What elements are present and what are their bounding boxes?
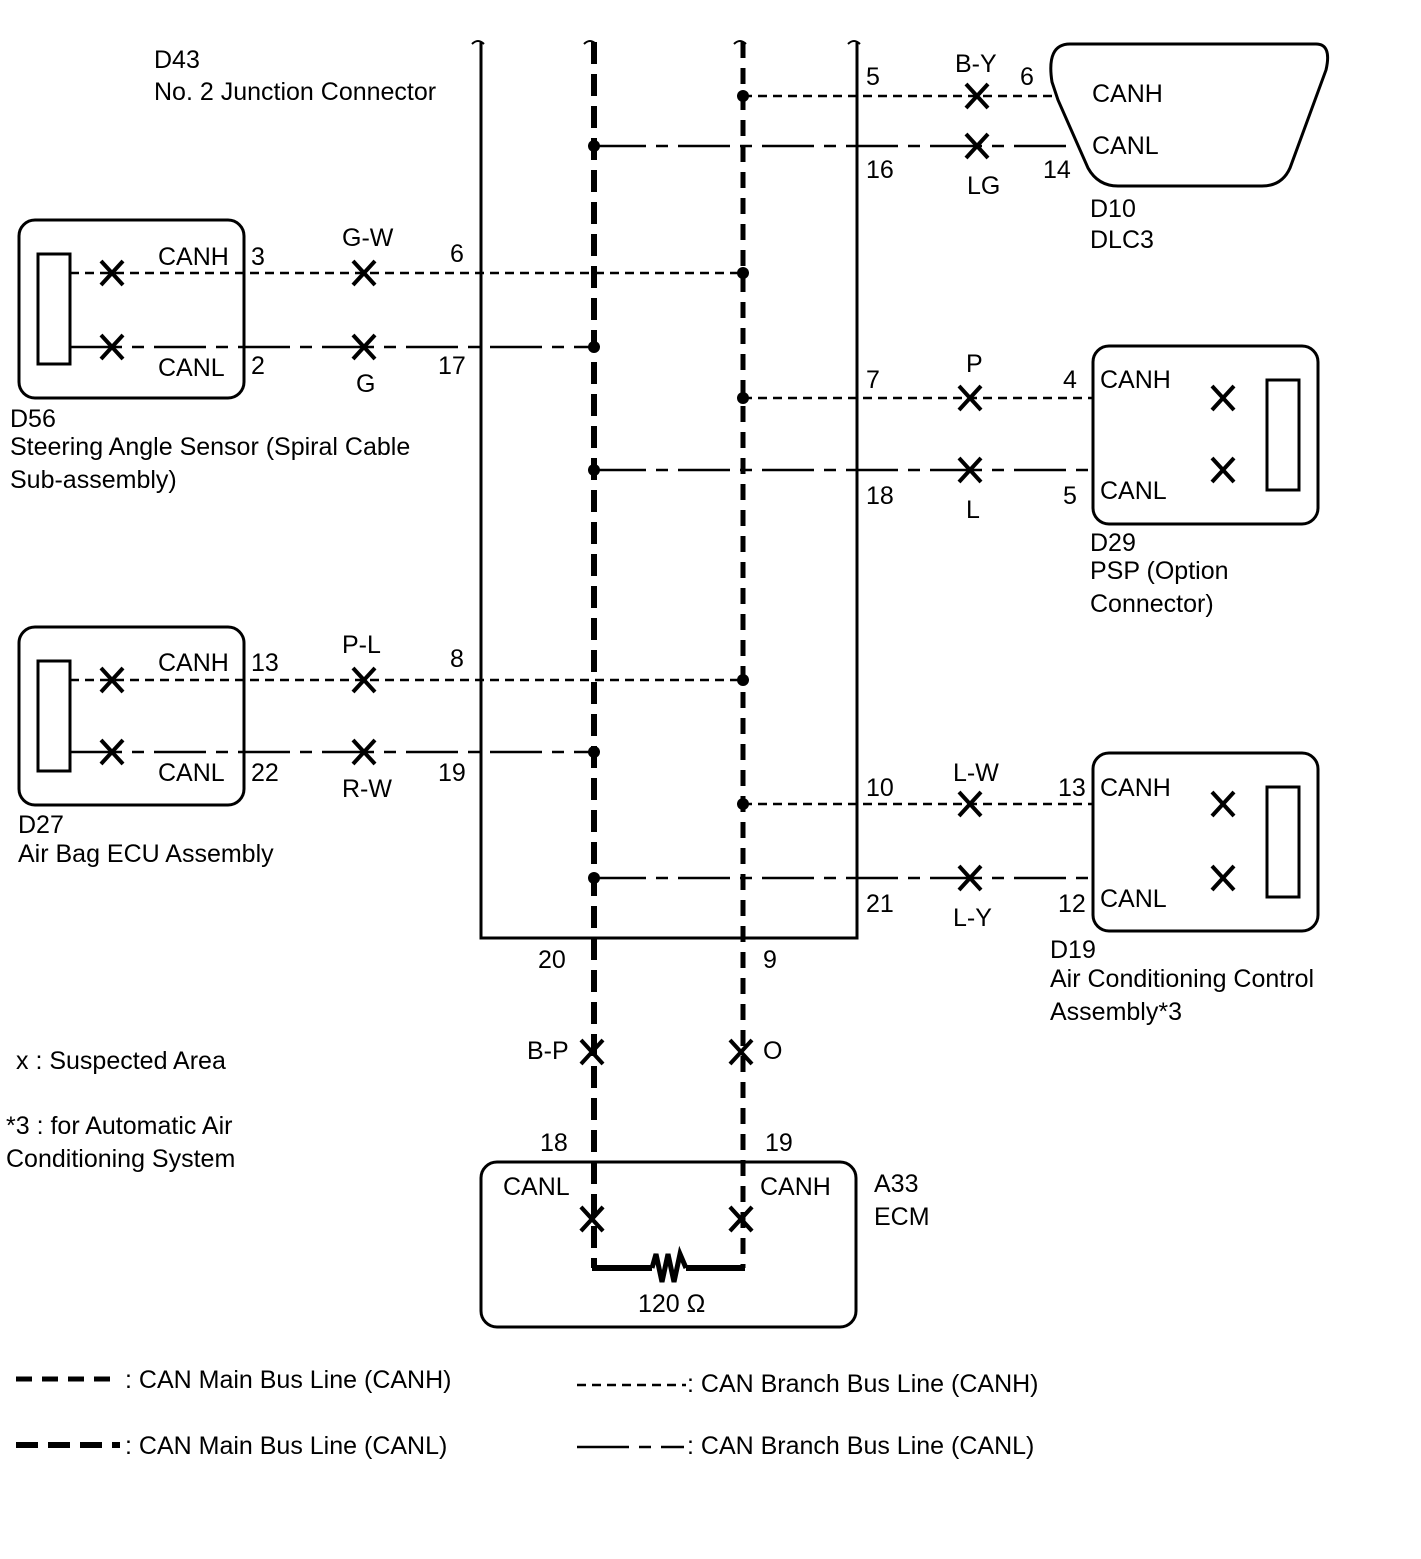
main-bus-junction-pin-l: 20 xyxy=(538,946,566,974)
resistor-symbol xyxy=(649,1245,689,1283)
steering-pin-h: 3 xyxy=(251,243,265,271)
ecm-a33: 18 19 CANL CANH 120 Ω A33 ECM xyxy=(479,1129,930,1329)
psp-wire-l: L xyxy=(966,496,980,524)
aircon-junction-pin-h: 10 xyxy=(866,774,894,802)
main-bus-labels: 20 9 B-P O xyxy=(527,946,782,1065)
dlc3-connector: CANH CANL D10 DLC3 5 16 B-Y LG 6 14 xyxy=(866,42,1330,254)
airbag-pin-l: 22 xyxy=(251,759,279,787)
psp-option-connector: CANH CANL 7 18 P L 4 5 D29 PSP (Option C… xyxy=(866,344,1320,618)
airbag-junction-pin-h: 8 xyxy=(450,645,464,673)
ecm-canh-label: CANH xyxy=(760,1173,831,1201)
aircon-wire-h: L-W xyxy=(953,759,999,787)
ecm-resistor-value: 120 Ω xyxy=(638,1290,705,1318)
airbag-wire-l: R-W xyxy=(342,775,392,803)
steering-junction-pin-l: 17 xyxy=(438,352,466,380)
airbag-canh-label: CANH xyxy=(158,649,229,677)
aircon-name-line2: Assembly*3 xyxy=(1050,998,1182,1026)
junction-name: No. 2 Junction Connector xyxy=(154,78,436,106)
legend-branch-canh: : CAN Branch Bus Line (CANH) xyxy=(687,1370,1039,1398)
aircon-pin-l: 12 xyxy=(1058,890,1086,918)
steering-angle-sensor: CANH CANL 3 2 G-W G 6 17 D56 Steering An… xyxy=(10,218,466,494)
footnote-line1: *3 : for Automatic Air xyxy=(6,1112,233,1140)
main-bus-wire-h: O xyxy=(763,1037,782,1065)
dlc3-junction-pin-l: 16 xyxy=(866,156,894,184)
dlc3-pin-h: 6 xyxy=(1020,63,1034,91)
airbag-name: Air Bag ECU Assembly xyxy=(18,840,274,868)
dlc3-canl-label: CANL xyxy=(1092,132,1159,160)
psp-canh-label: CANH xyxy=(1100,366,1171,394)
psp-canl-label: CANL xyxy=(1100,477,1167,505)
suspected-area-note: x : Suspected Area xyxy=(16,1047,226,1075)
junction-connector-d43: D43 No. 2 Junction Connector xyxy=(154,40,861,940)
psp-junction-pin-l: 18 xyxy=(866,482,894,510)
steering-name-line1: Steering Angle Sensor (Spiral Cable xyxy=(10,433,410,461)
psp-pin-h: 4 xyxy=(1063,366,1077,394)
steering-wire-l: G xyxy=(356,370,375,398)
main-bus-junction-pin-h: 9 xyxy=(763,946,777,974)
legend: : CAN Main Bus Line (CANH) : CAN Main Bu… xyxy=(16,1366,1039,1460)
steering-canh-label: CANH xyxy=(158,243,229,271)
airbag-pin-h: 13 xyxy=(251,649,279,677)
branch-canl-lines xyxy=(70,144,1267,880)
legend-branch-canl: : CAN Branch Bus Line (CANL) xyxy=(687,1432,1034,1460)
ecm-code: A33 xyxy=(874,1170,918,1198)
footnote-line2: Conditioning System xyxy=(6,1145,235,1173)
notes: x : Suspected Area *3 : for Automatic Ai… xyxy=(6,1047,235,1173)
psp-name-line1: PSP (Option xyxy=(1090,557,1229,585)
aircon-canl-label: CANL xyxy=(1100,885,1167,913)
dlc3-pin-l: 14 xyxy=(1043,156,1071,184)
steering-canl-label: CANL xyxy=(158,354,225,382)
aircon-pin-h: 13 xyxy=(1058,774,1086,802)
psp-wire-h: P xyxy=(966,350,983,378)
ecm-name: ECM xyxy=(874,1203,930,1231)
ecm-pin-h: 19 xyxy=(765,1129,793,1157)
steering-code: D56 xyxy=(10,405,56,433)
ecm-pin-l: 18 xyxy=(540,1129,568,1157)
airbag-canl-label: CANL xyxy=(158,759,225,787)
ecm-canl-label: CANL xyxy=(503,1173,570,1201)
aircon-canh-label: CANH xyxy=(1100,774,1171,802)
airbag-code: D27 xyxy=(18,811,64,839)
airbag-wire-h: P-L xyxy=(342,631,381,659)
psp-code: D29 xyxy=(1090,529,1136,557)
psp-pin-l: 5 xyxy=(1063,482,1077,510)
legend-main-canl: : CAN Main Bus Line (CANL) xyxy=(125,1432,447,1460)
aircon-control-assembly: CANH CANL 10 21 L-W L-Y 13 12 D19 Air Co… xyxy=(866,751,1320,1026)
airbag-junction-pin-l: 19 xyxy=(438,759,466,787)
aircon-wire-l: L-Y xyxy=(953,904,992,932)
dlc3-code: D10 xyxy=(1090,195,1136,223)
dlc3-name: DLC3 xyxy=(1090,226,1154,254)
main-bus-wire-l: B-P xyxy=(527,1037,569,1065)
psp-junction-pin-h: 7 xyxy=(866,366,880,394)
junction-code: D43 xyxy=(154,46,200,74)
steering-name-line2: Sub-assembly) xyxy=(10,466,177,494)
psp-name-line2: Connector) xyxy=(1090,590,1214,618)
dlc3-canh-label: CANH xyxy=(1092,80,1163,108)
steering-wire-h: G-W xyxy=(342,224,394,252)
dlc3-junction-pin-h: 5 xyxy=(866,63,880,91)
steering-pin-l: 2 xyxy=(251,352,265,380)
dlc3-wire-h: B-Y xyxy=(955,50,997,78)
aircon-name-line1: Air Conditioning Control xyxy=(1050,965,1314,993)
junction-dots xyxy=(588,90,749,884)
aircon-junction-pin-l: 21 xyxy=(866,890,894,918)
legend-main-canh: : CAN Main Bus Line (CANH) xyxy=(125,1366,451,1394)
steering-junction-pin-h: 6 xyxy=(450,240,464,268)
dlc3-wire-l: LG xyxy=(967,172,1000,200)
airbag-ecu-assembly: CANH CANL 13 22 P-L R-W 8 19 D27 Air Bag… xyxy=(17,625,466,868)
aircon-code: D19 xyxy=(1050,936,1096,964)
